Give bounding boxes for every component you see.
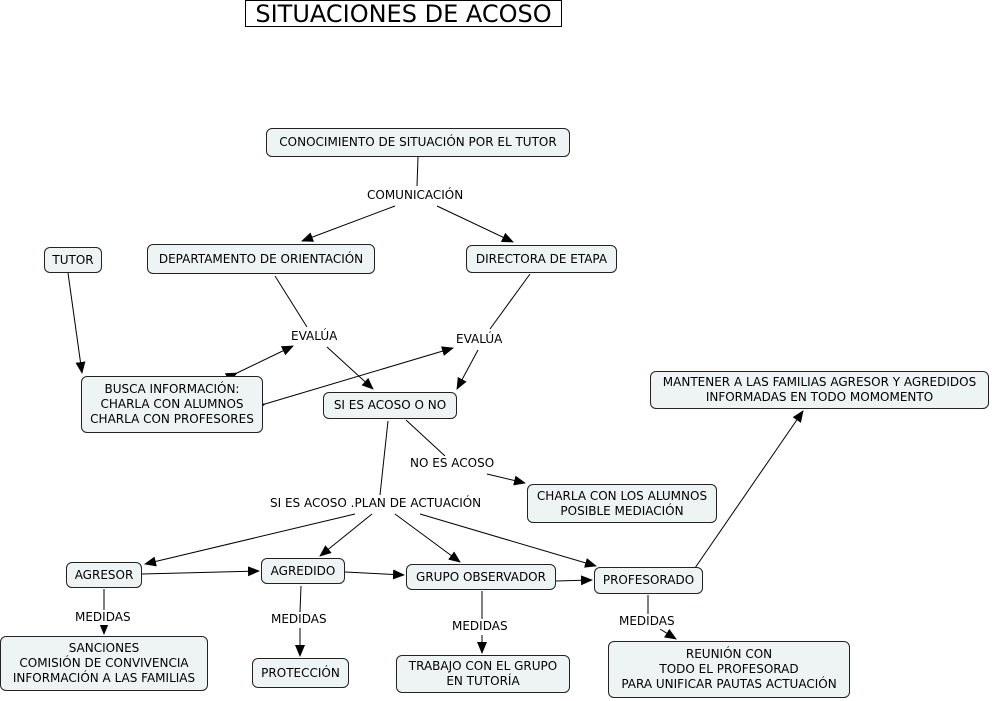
arrow-noacoso-charla <box>486 473 526 486</box>
link-medidas-agresor: MEDIDAS <box>73 610 133 625</box>
arrow-evalua-busca-bidirectional <box>224 345 294 383</box>
connector-siacoso-plan <box>379 420 389 496</box>
concept-departamento[interactable]: DEPARTAMENTO DE ORIENTACIÓN <box>147 244 375 274</box>
link-medidas-agredido: MEDIDAS <box>269 612 329 627</box>
map-title: SITUACIONES DE ACOSO <box>245 0 562 28</box>
concept-conocimiento[interactable]: CONOCIMIENTO DE SITUACIÓN POR EL TUTOR <box>266 128 570 157</box>
link-evalua-left: EVALÚA <box>289 329 340 344</box>
concept-grupo-observador[interactable]: GRUPO OBSERVADOR <box>406 564 556 590</box>
arrow-comunicacion-departamento <box>301 205 396 242</box>
arrow-evalua-right-siacoso <box>456 349 479 390</box>
arrow-comunicacion-directora <box>436 205 514 243</box>
link-medidas-grupo: MEDIDAS <box>450 619 510 634</box>
arrow-agredido-grupo <box>344 569 405 580</box>
arrow-plan-agredido <box>319 513 373 557</box>
arrow-plan-profesorado <box>419 513 597 568</box>
concept-tutor[interactable]: TUTOR <box>44 247 102 273</box>
concept-proteccion[interactable]: PROTECCIÓN <box>252 658 349 688</box>
arrow-plan-grupo <box>394 513 461 563</box>
concept-charla-mediacion[interactable]: CHARLA CON LOS ALUMNOS POSIBLE MEDIACIÓN <box>527 484 717 523</box>
connector-departamento-evalua <box>274 275 308 328</box>
arrow-profesorado-mantener <box>694 410 804 569</box>
link-medidas-profesorado: MEDIDAS <box>617 614 677 629</box>
concept-reunion[interactable]: REUNIÓN CON TODO EL PROFESORAD PARA UNIF… <box>608 641 850 698</box>
concept-trabajo[interactable]: TRABAJO CON EL GRUPO EN TUTORÍA <box>396 655 570 693</box>
link-no-es-acoso: NO ES ACOSO <box>408 456 497 471</box>
link-si-es-acoso-plan: SI ES ACOSO .PLAN DE ACTUACIÓN <box>268 496 484 511</box>
connector-agredido-medidas <box>299 585 302 613</box>
connector-conocimiento-comunicacion <box>416 156 419 187</box>
arrow-evalua-right-busca <box>253 346 454 412</box>
concept-sanciones[interactable]: SANCIONES COMISIÓN DE CONVIVENCIA INFORM… <box>0 636 208 691</box>
arrow-evalua-siacoso <box>326 346 374 390</box>
concept-profesorado[interactable]: PROFESORADO <box>594 567 703 594</box>
arrow-agresor-agredido <box>141 566 260 577</box>
arrow-tutor-busca <box>67 272 86 374</box>
arrow-grupo-profesorado <box>555 575 593 586</box>
concept-mantener[interactable]: MANTENER A LAS FAMILIAS AGRESOR Y AGREDI… <box>650 371 989 409</box>
concept-agredido[interactable]: AGREDIDO <box>261 558 345 584</box>
concept-si-es-acoso-o-no[interactable]: SI ES ACOSO O NO <box>323 392 457 419</box>
link-comunicacion: COMUNICACIÓN <box>365 188 466 203</box>
arrow-plan-agresor <box>144 513 356 567</box>
connector-directora-evalua <box>489 273 531 330</box>
connector-siacoso-noacoso <box>405 419 446 457</box>
concept-busca[interactable]: BUSCA INFORMACIÓN: CHARLA CON ALUMNOS CH… <box>81 376 263 433</box>
concept-agresor[interactable]: AGRESOR <box>66 562 142 588</box>
arrow-medidas-reunion <box>659 628 677 640</box>
link-evalua-right: EVALÚA <box>454 332 505 347</box>
concept-directora[interactable]: DIRECTORA DE ETAPA <box>466 245 617 273</box>
